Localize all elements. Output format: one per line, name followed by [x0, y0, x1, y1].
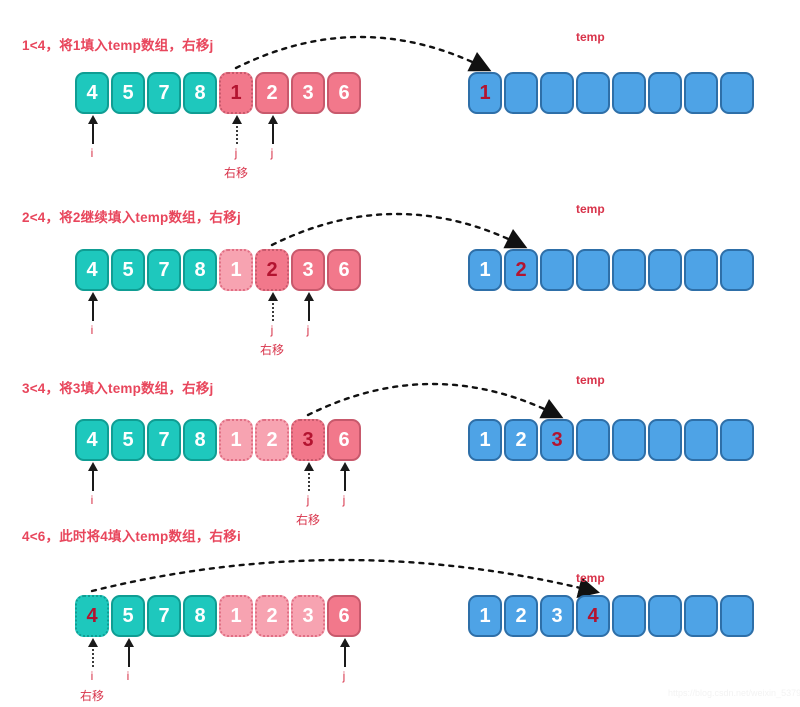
- temp-cell-3-5: [648, 595, 682, 637]
- source-cell-3-5: 2: [255, 595, 289, 637]
- pointer-label-i: i: [90, 669, 94, 683]
- pointer-label-j: j: [306, 323, 310, 337]
- source-cell-3-6: 3: [291, 595, 325, 637]
- pointer-label-i: i: [90, 493, 94, 507]
- source-cell-3-3: 8: [183, 595, 217, 637]
- temp-cell-0-7: [720, 72, 754, 114]
- temp-cell-3-3: 4: [576, 595, 610, 637]
- temp-cell-2-4: [612, 419, 646, 461]
- source-cell-0-0: 4: [75, 72, 109, 114]
- shift-label: 右移: [223, 166, 249, 180]
- source-cell-3-2: 7: [147, 595, 181, 637]
- transfer-arrow-row-0: [234, 35, 492, 72]
- pointer-label-i: i: [90, 323, 94, 337]
- temp-cell-0-4: [612, 72, 646, 114]
- temp-cell-3-1: 2: [504, 595, 538, 637]
- source-cell-2-3: 8: [183, 419, 217, 461]
- source-cell-0-6: 3: [291, 72, 325, 114]
- shift-label: 右移: [295, 513, 321, 527]
- pointer-label-j: j: [234, 146, 238, 160]
- source-cell-2-7: 6: [327, 419, 361, 461]
- source-cell-0-1: 5: [111, 72, 145, 114]
- temp-cell-2-3: [576, 419, 610, 461]
- temp-cell-2-2: 3: [540, 419, 574, 461]
- temp-cell-1-6: [684, 249, 718, 291]
- temp-cell-2-5: [648, 419, 682, 461]
- temp-cell-0-6: [684, 72, 718, 114]
- source-cell-2-0: 4: [75, 419, 109, 461]
- shift-label: 右移: [79, 689, 105, 703]
- source-cell-2-5: 2: [255, 419, 289, 461]
- source-cell-2-2: 7: [147, 419, 181, 461]
- temp-cell-0-3: [576, 72, 610, 114]
- shift-label: 右移: [259, 343, 285, 357]
- step-caption: 3<4，将3填入temp数组，右移j: [22, 381, 214, 396]
- transfer-arrow-row-3: [90, 558, 600, 599]
- temp-array-label: temp: [576, 571, 605, 585]
- source-cell-1-3: 8: [183, 249, 217, 291]
- source-cell-3-7: 6: [327, 595, 361, 637]
- pointer-label-j: j: [342, 669, 346, 683]
- pointer-label-i: i: [126, 669, 130, 683]
- step-caption: 4<6，此时将4填入temp数组，右移i: [22, 529, 241, 544]
- source-cell-0-7: 6: [327, 72, 361, 114]
- temp-cell-1-2: [540, 249, 574, 291]
- temp-cell-1-3: [576, 249, 610, 291]
- temp-cell-2-0: 1: [468, 419, 502, 461]
- temp-cell-2-1: 2: [504, 419, 538, 461]
- source-cell-2-1: 5: [111, 419, 145, 461]
- temp-cell-1-0: 1: [468, 249, 502, 291]
- pointer-label-j: j: [270, 146, 274, 160]
- source-cell-3-0: 4: [75, 595, 109, 637]
- temp-cell-3-0: 1: [468, 595, 502, 637]
- temp-cell-1-4: [612, 249, 646, 291]
- temp-cell-1-1: 2: [504, 249, 538, 291]
- temp-array-label: temp: [576, 373, 605, 387]
- source-cell-1-4: 1: [219, 249, 253, 291]
- source-cell-1-1: 5: [111, 249, 145, 291]
- pointer-label-j: j: [342, 493, 346, 507]
- temp-cell-3-2: 3: [540, 595, 574, 637]
- transfer-arrow-row-2: [306, 382, 564, 419]
- source-cell-0-3: 8: [183, 72, 217, 114]
- source-cell-1-5: 2: [255, 249, 289, 291]
- temp-array-label: temp: [576, 202, 605, 216]
- source-cell-0-5: 2: [255, 72, 289, 114]
- temp-cell-3-4: [612, 595, 646, 637]
- pointer-label-j: j: [270, 323, 274, 337]
- source-cell-3-1: 5: [111, 595, 145, 637]
- temp-cell-2-7: [720, 419, 754, 461]
- source-cell-1-2: 7: [147, 249, 181, 291]
- step-caption: 1<4，将1填入temp数组，右移j: [22, 38, 214, 53]
- source-cell-1-0: 4: [75, 249, 109, 291]
- transfer-arrow-row-1: [270, 212, 528, 249]
- source-cell-0-4: 1: [219, 72, 253, 114]
- temp-array-label: temp: [576, 30, 605, 44]
- source-cell-1-6: 3: [291, 249, 325, 291]
- temp-cell-0-0: 1: [468, 72, 502, 114]
- pointer-label-i: i: [90, 146, 94, 160]
- pointer-label-j: j: [306, 493, 310, 507]
- step-caption: 2<4，将2继续填入temp数组，右移j: [22, 210, 241, 225]
- source-cell-0-2: 7: [147, 72, 181, 114]
- watermark: https://blog.csdn.net/weixin_53792195: [668, 688, 800, 698]
- temp-cell-0-5: [648, 72, 682, 114]
- source-cell-3-4: 1: [219, 595, 253, 637]
- temp-cell-0-1: [504, 72, 538, 114]
- temp-cell-2-6: [684, 419, 718, 461]
- temp-cell-1-7: [720, 249, 754, 291]
- source-cell-2-6: 3: [291, 419, 325, 461]
- temp-cell-3-6: [684, 595, 718, 637]
- temp-cell-1-5: [648, 249, 682, 291]
- temp-cell-3-7: [720, 595, 754, 637]
- temp-cell-0-2: [540, 72, 574, 114]
- source-cell-1-7: 6: [327, 249, 361, 291]
- source-cell-2-4: 1: [219, 419, 253, 461]
